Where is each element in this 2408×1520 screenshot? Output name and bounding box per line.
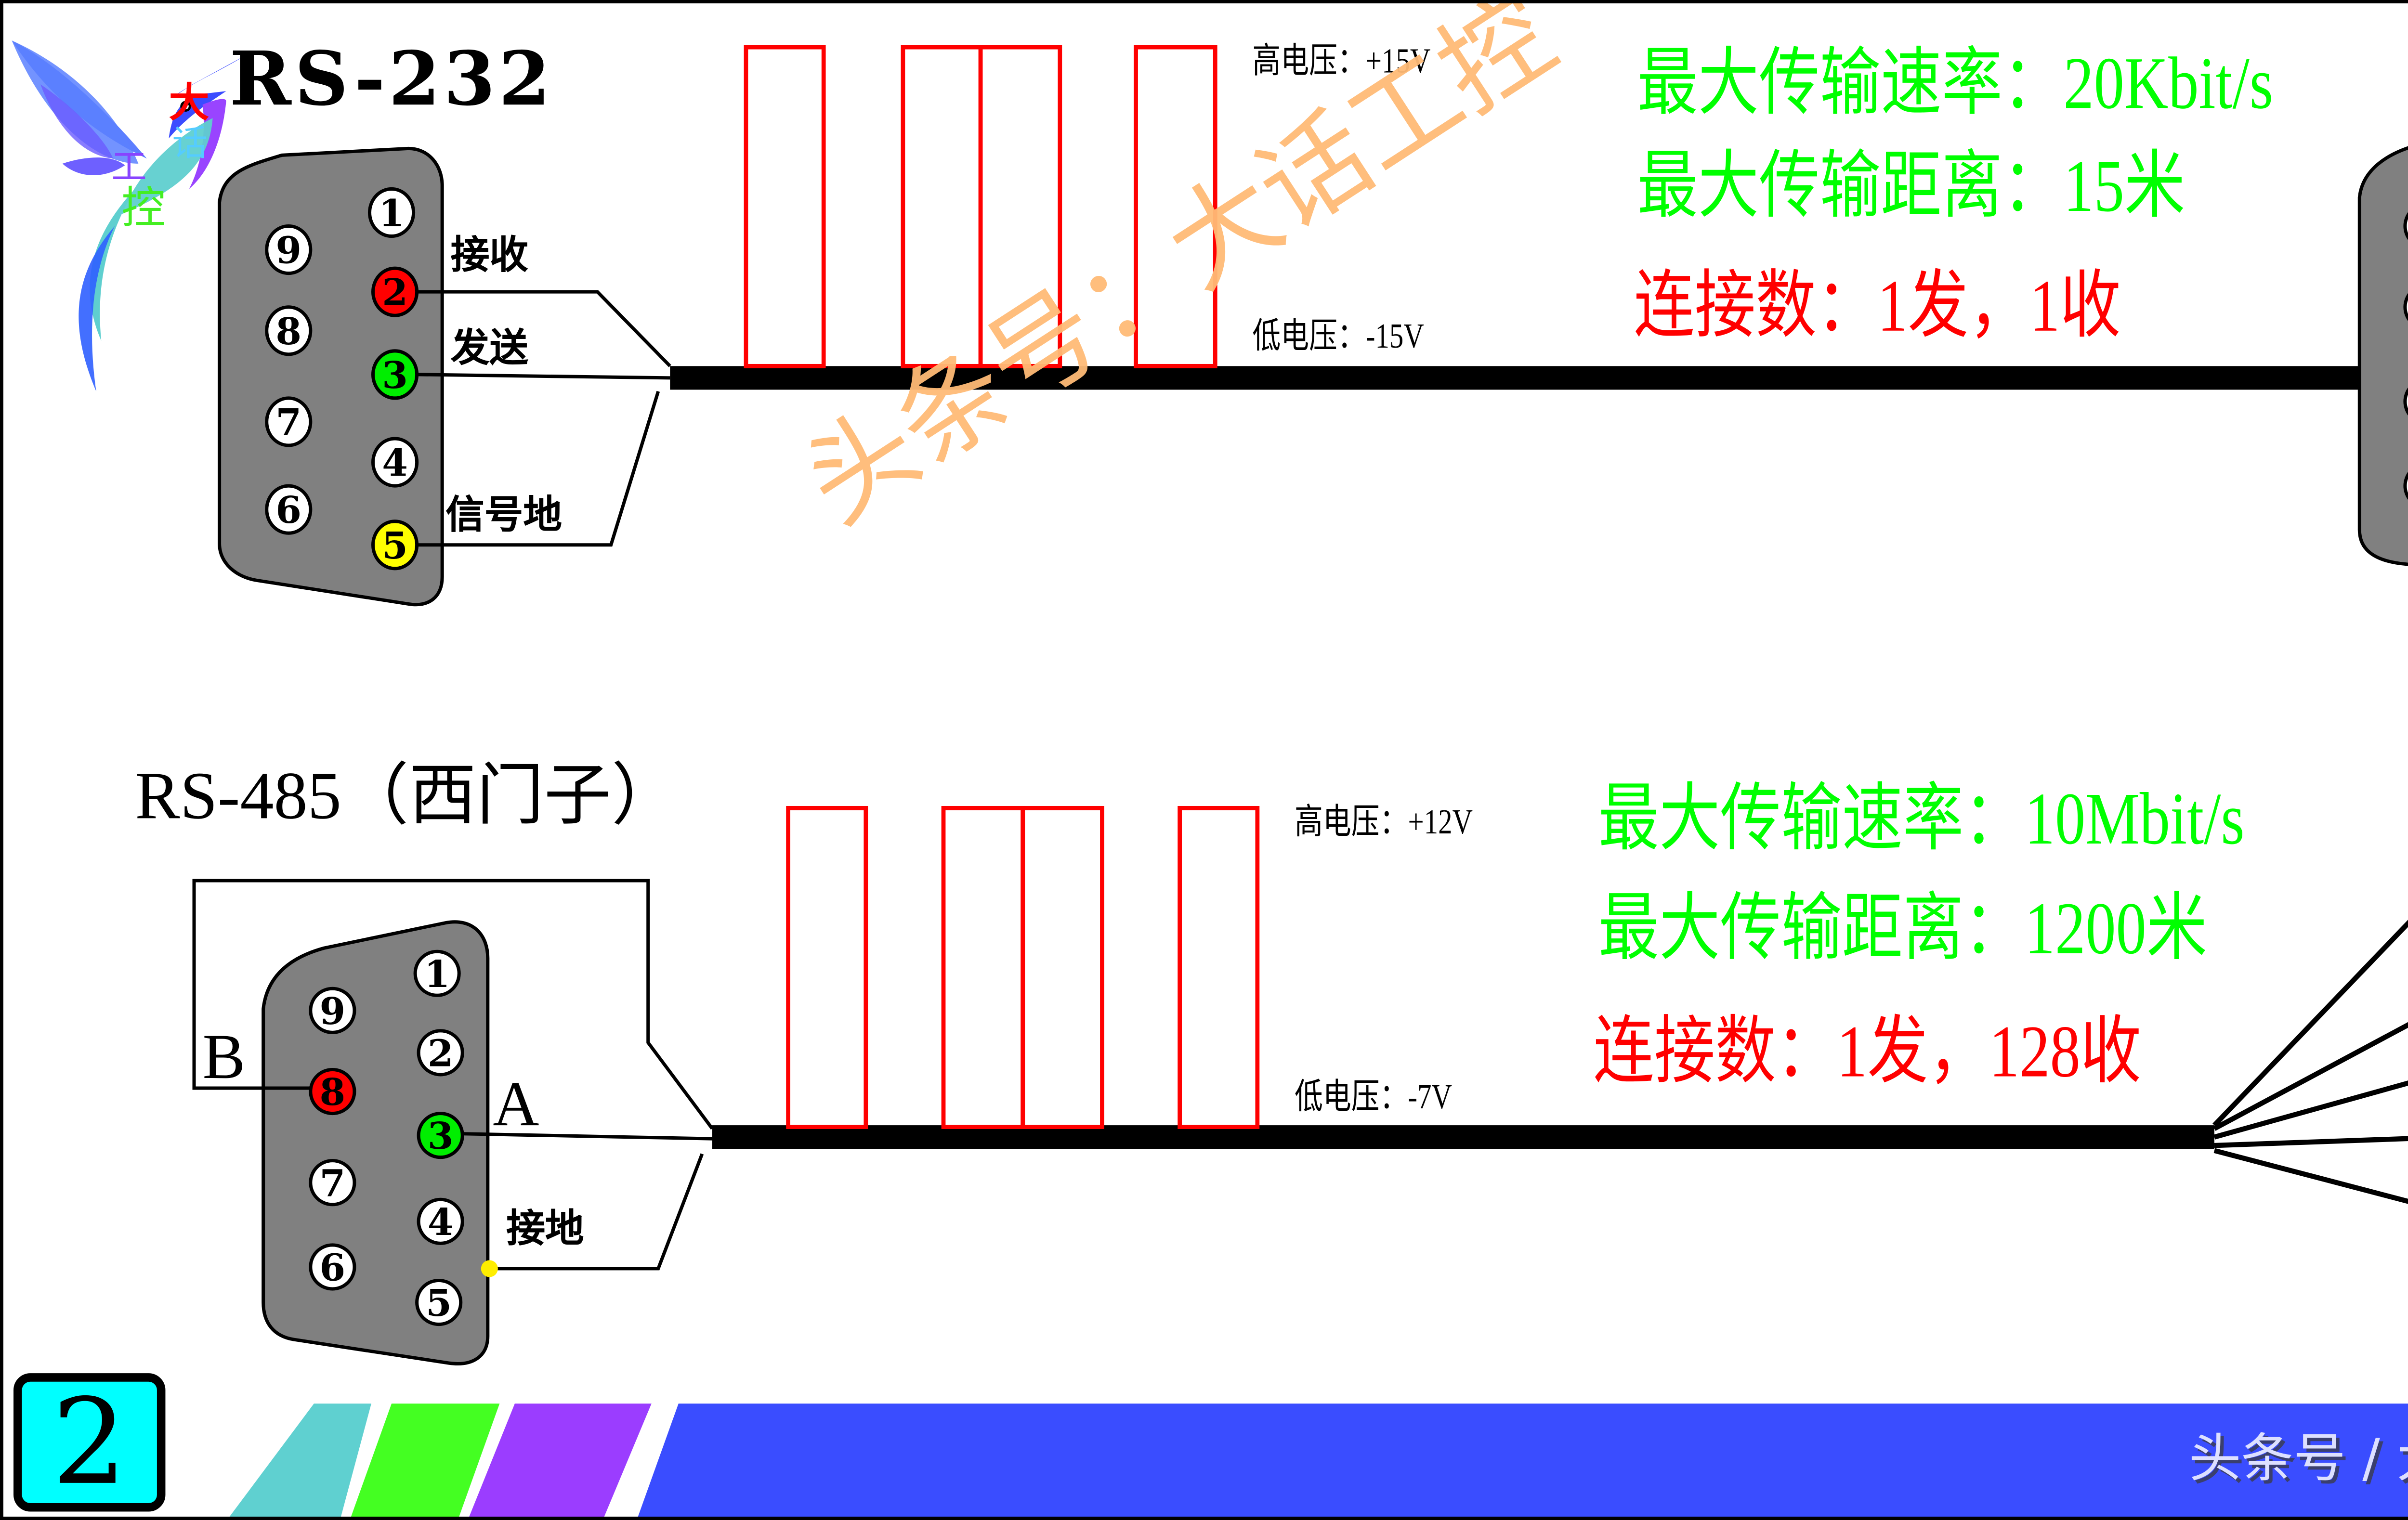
rs485-title: RS-485（西门子）: [135, 757, 679, 833]
rs485-ground-wire: [489, 1153, 704, 1271]
logo-char-da: 大: [169, 78, 209, 126]
svg-text:1: 1: [424, 953, 450, 996]
wire-label-signal-ground: 信号地: [445, 494, 562, 538]
rs232-wires: [417, 290, 671, 547]
footer-brand-text: 头条号 / 大话工控: [2188, 1429, 2408, 1490]
stripe-teal: [229, 1403, 371, 1517]
svg-text:4: 4: [382, 442, 408, 485]
stripe-green: [351, 1403, 500, 1517]
rs232-signal-pulses: [744, 45, 1217, 368]
svg-text:4: 4: [428, 1201, 454, 1244]
rs485-max-distance: 最大传输距离：1200米: [1598, 887, 2208, 970]
svg-text:9: 9: [275, 229, 301, 273]
svg-text:5: 5: [426, 1282, 452, 1325]
stripe-purple: [469, 1403, 652, 1517]
svg-text:5: 5: [382, 524, 408, 568]
rs485-signal-pulses: [786, 805, 1260, 1129]
rs485-connections: 连接数：1发，128收: [1593, 1010, 2142, 1093]
logo-char-hua: 话: [172, 123, 208, 164]
wire-label-ground: 接地: [506, 1208, 584, 1252]
logo-char-gong: 工: [111, 146, 147, 187]
rs232-max-distance: 最大传输距离：15米: [1637, 145, 2186, 228]
svg-text:7: 7: [275, 401, 301, 444]
rs232-low-voltage: 低电压：-15V: [1252, 315, 1424, 356]
svg-text:3: 3: [428, 1115, 454, 1158]
rs485-high-voltage: 高电压：+12V: [1294, 801, 1473, 842]
rs485-cable: [712, 1125, 2214, 1149]
diagram-graphics: 大 话 工 控 1 2 3 4 5 9 8 7 6: [12, 40, 2408, 1517]
rs485-b-wire: [192, 879, 714, 1130]
svg-text:9: 9: [320, 990, 346, 1033]
page-number-badge: 2: [13, 1373, 166, 1512]
rs485-bus-branches: [2212, 920, 2408, 1204]
ground-junction-dot: [481, 1260, 498, 1277]
wire-label-b: B: [202, 1022, 246, 1093]
svg-text:1: 1: [379, 192, 405, 235]
svg-text:6: 6: [320, 1246, 346, 1289]
logo-char-kong: 控: [121, 182, 165, 234]
svg-text:3: 3: [382, 354, 408, 397]
page-number: 2: [52, 1373, 127, 1512]
rs485-left-pins: 1 2 3 4 5 9 8 7 6: [309, 949, 464, 1326]
wire-label-a: A: [493, 1069, 539, 1141]
svg-text:8: 8: [275, 310, 301, 353]
rs232-right-db9-connector: [2357, 146, 2408, 566]
footer-blue-band: [638, 1403, 2408, 1517]
svg-text:2: 2: [428, 1032, 454, 1075]
rs232-left-pins: 1 2 3 4 5 9 8 7 6: [265, 187, 419, 571]
svg-text:8: 8: [320, 1071, 346, 1114]
rs485-a-wire: [459, 1132, 712, 1141]
rs232-high-voltage: 高电压：+15V: [1252, 40, 1431, 81]
rs232-right-pins: 1 2 3 4 5 9 8 7 6: [2403, 212, 2408, 500]
footer-bar: [229, 1403, 2408, 1517]
wire-label-send: 发送: [450, 327, 528, 371]
hummingbird-logo-icon: [12, 40, 249, 391]
svg-text:6: 6: [275, 489, 301, 532]
svg-text:2: 2: [382, 271, 408, 314]
svg-text:7: 7: [320, 1162, 346, 1205]
rs485-low-voltage: 低电压：-7V: [1294, 1076, 1453, 1117]
rs232-title: RS-232: [229, 37, 554, 123]
rs485-max-rate: 最大传输速率：10Mbit/s: [1598, 778, 2245, 860]
rs232-max-rate: 最大传输速率：20Kbit/s: [1637, 42, 2274, 125]
wire-label-receive: 接收: [450, 234, 528, 279]
rs232-connections: 连接数：1发，1收: [1634, 265, 2121, 348]
rs232-cable: [670, 366, 2367, 390]
